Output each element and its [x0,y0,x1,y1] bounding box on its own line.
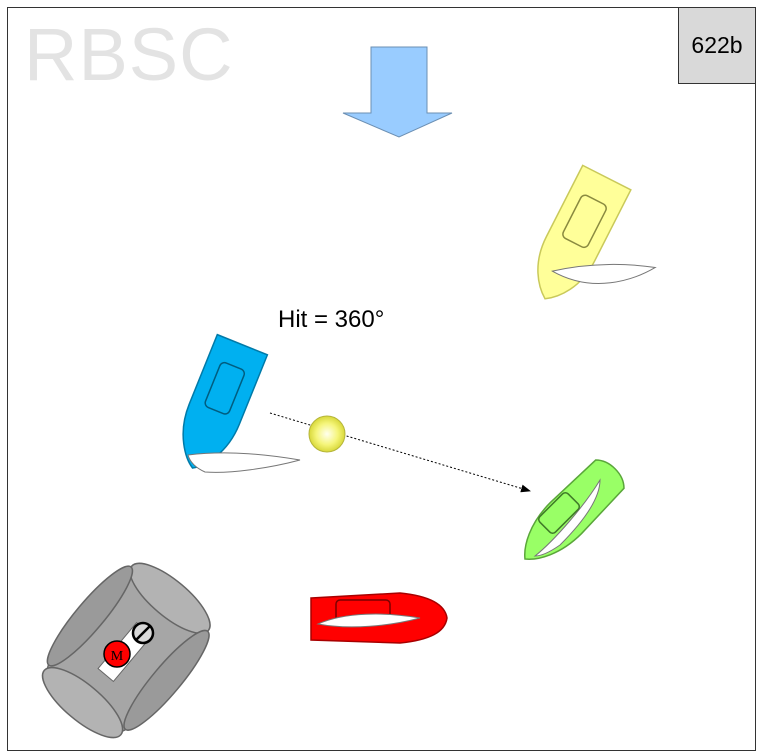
green-boat-sail [533,478,601,557]
no-entry-flag-icon [131,621,155,645]
watermark-text: RBSC [24,13,234,96]
ball-icon [308,415,346,453]
mark-m-icon [103,640,131,668]
committee-boat [41,562,211,739]
mark-m-letter: M [111,649,124,664]
yellow-boat [537,164,657,300]
blue-boat [182,333,269,469]
red-boat-sail [316,613,421,628]
hit-annotation: Hit = 360° [278,306,385,333]
blue-boat-sail [187,452,301,473]
wind-arrow-icon [342,46,453,138]
green-boat-cockpit [537,491,581,535]
ball-path-line [269,412,531,493]
diagram-id-badge: 622b [678,8,755,84]
green-boat [524,459,625,560]
diagram-id: 622b [691,32,743,58]
